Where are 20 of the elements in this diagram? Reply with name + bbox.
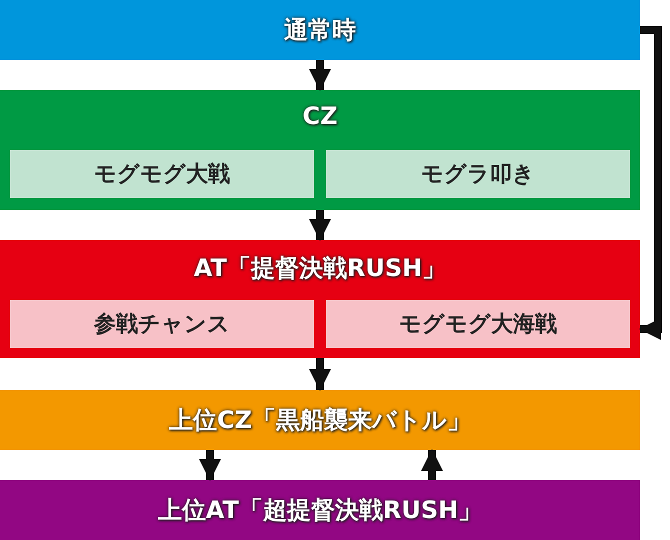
stage-title: 通常時 xyxy=(283,15,357,46)
stage-band xyxy=(0,90,640,210)
stage-title: 上位AT「超提督決戦RUSH」 xyxy=(156,495,484,526)
arrow xyxy=(639,26,662,340)
arrow xyxy=(199,450,221,481)
stage-title: 上位CZ「黒船襲来バトル」 xyxy=(168,405,472,436)
stage-title: AT「提督決戦RUSH」 xyxy=(192,253,448,284)
stage-band xyxy=(0,390,640,450)
arrow xyxy=(309,358,331,391)
mode-box: モグラ叩き xyxy=(326,150,630,198)
stage-band xyxy=(0,240,640,358)
arrow xyxy=(421,449,443,480)
mode-box: モグモグ大戦 xyxy=(10,150,314,198)
mode-box: 参戦チャンス xyxy=(10,300,314,348)
arrow xyxy=(309,210,331,241)
arrow xyxy=(309,60,331,91)
stage-title: CZ xyxy=(301,102,338,130)
stage-band xyxy=(0,480,640,540)
mode-box: モグモグ大海戦 xyxy=(326,300,630,348)
stage-band xyxy=(0,0,640,60)
